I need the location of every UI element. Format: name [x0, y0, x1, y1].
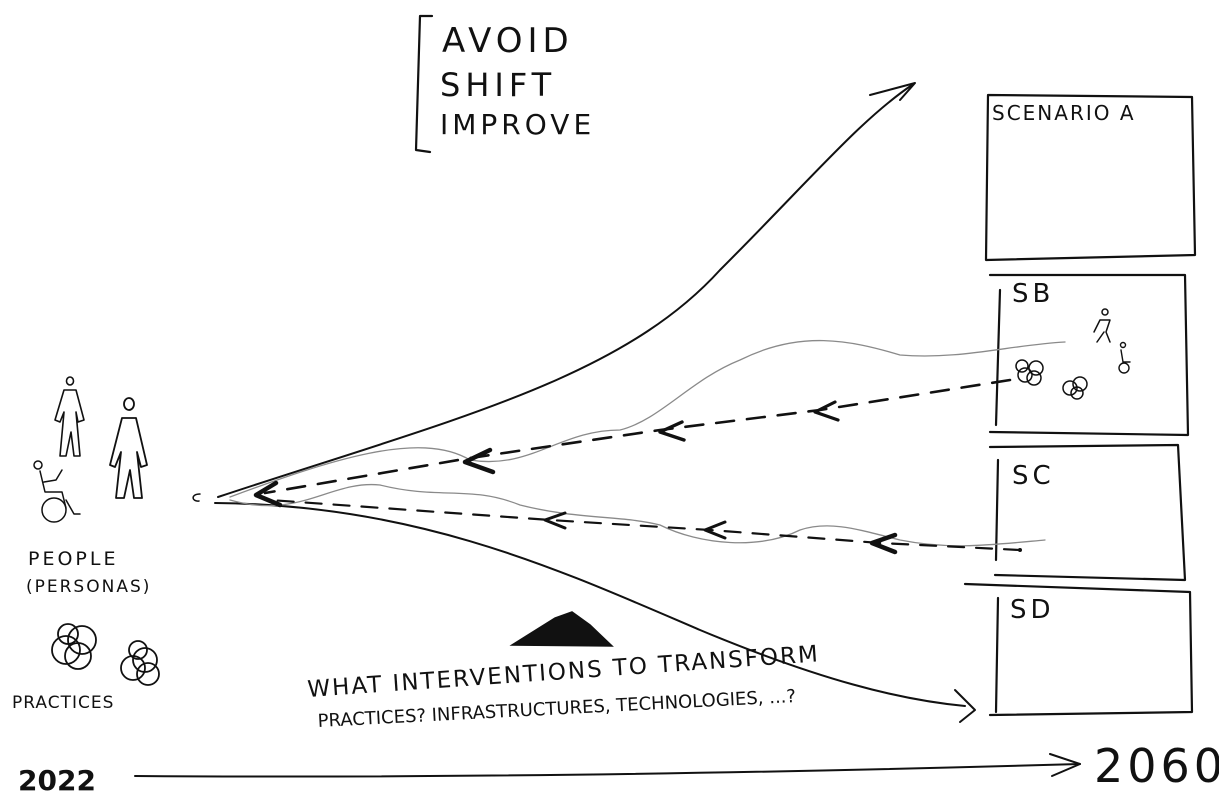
cone-upper-arrowhead [870, 83, 915, 100]
personas-group [34, 377, 147, 522]
wheelchair-user-icon [34, 461, 80, 522]
scenario-box-a: SCENARIO A [986, 95, 1195, 260]
timeline-start-year: 2022 [18, 764, 96, 796]
practice-circles-icon [1016, 360, 1043, 385]
framework-avoid: AVOID [442, 21, 574, 61]
wheelchair-user-icon [1119, 343, 1130, 374]
back-arrow-icon [705, 522, 725, 538]
practice-circles-icon [52, 624, 96, 669]
framework-bracket [416, 16, 432, 152]
scenario-c-label: SC [1012, 461, 1055, 491]
back-arrow-icon [815, 402, 838, 420]
framework-improve: IMPROVE [440, 108, 595, 141]
practices-label: PRACTICES [12, 693, 114, 713]
practice-circles-icon [1063, 377, 1087, 399]
scenario-box-b: SB [990, 275, 1188, 435]
framework-shift: SHIFT [440, 66, 556, 104]
scenario-b-label: SB [1012, 279, 1054, 309]
back-arrow-icon [660, 422, 684, 440]
scenario-b-icons [1016, 309, 1130, 399]
scenario-a-label: SCENARIO A [992, 101, 1136, 125]
backcasting-path-c [270, 500, 1022, 552]
scenario-box-c: SC [990, 445, 1185, 580]
person-icon [110, 398, 147, 498]
practice-circles-icon [121, 641, 159, 685]
scenario-d-label: SD [1010, 595, 1055, 625]
cone-origin-spiral [193, 494, 200, 501]
cone-upper-arrow [218, 85, 912, 497]
timeline: 2022 2060 [18, 739, 1219, 796]
timeline-end-year: 2060 [1094, 739, 1219, 793]
backcasting-path-b [256, 380, 1010, 505]
scenario-box-d: SD [965, 584, 1192, 715]
person-icon [1094, 309, 1110, 342]
people-label: PEOPLE [28, 548, 118, 570]
personas-label: (PERSONAS) [26, 577, 151, 597]
framework-block: AVOID SHIFT IMPROVE [416, 16, 595, 152]
person-icon [55, 377, 84, 456]
mountain-icon [512, 612, 612, 646]
timeline-arrow [135, 764, 1080, 777]
